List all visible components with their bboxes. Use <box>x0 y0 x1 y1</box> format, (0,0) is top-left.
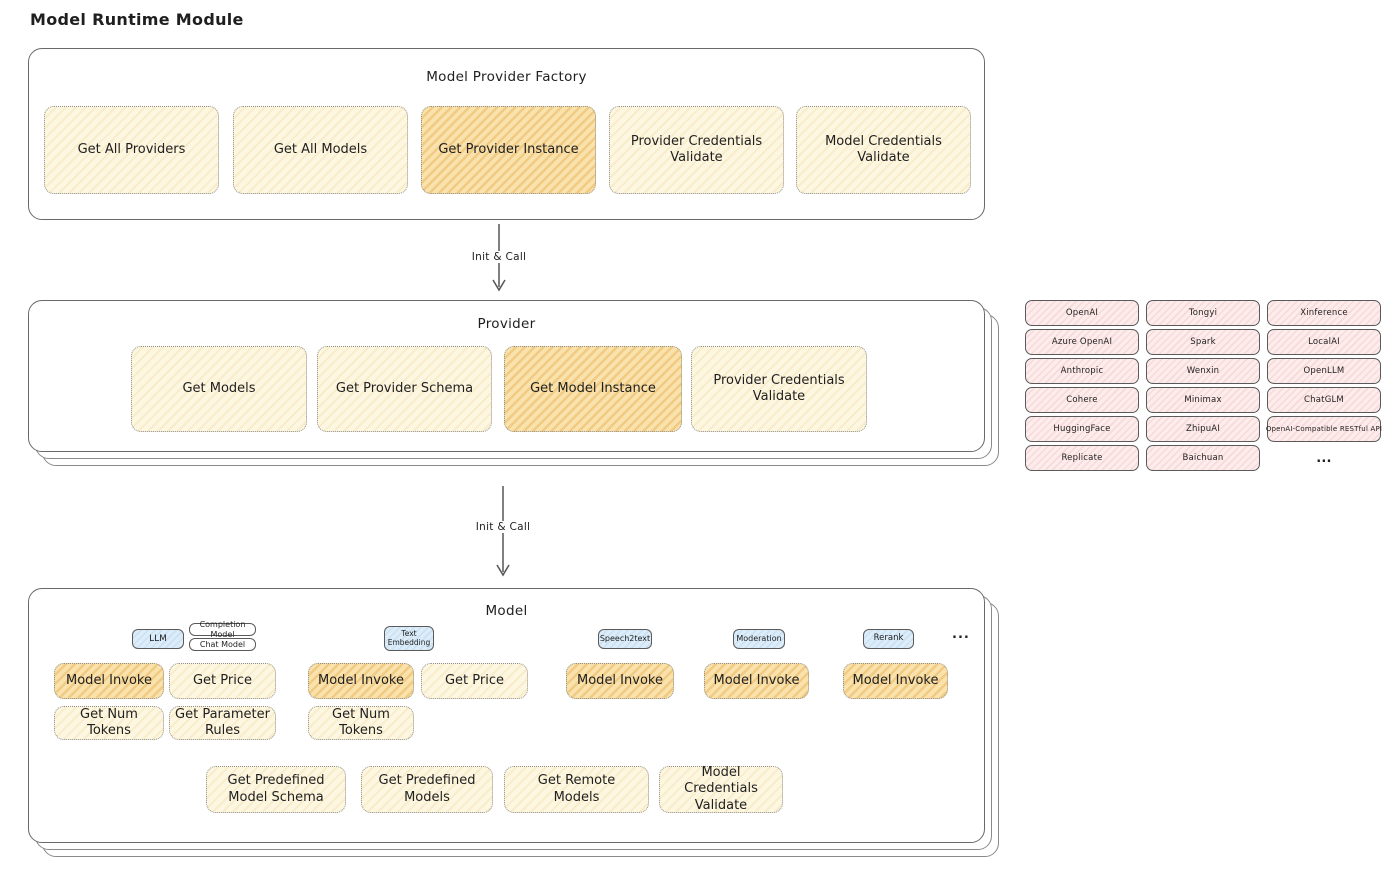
tab-rerank: Rerank <box>863 629 914 649</box>
provider-chip-replicate: Replicate <box>1025 445 1139 471</box>
provider-chip-anthropic: Anthropic <box>1025 358 1139 384</box>
node-llm-get-num-tokens: Get Num Tokens <box>54 706 164 740</box>
badge-chat-model: Chat Model <box>189 638 256 651</box>
node-model-credentials-validate-2: Model Credentials Validate <box>659 765 783 813</box>
provider-chip-spark: Spark <box>1146 329 1260 355</box>
node-provider-credentials-validate: Provider Credentials Validate <box>609 106 784 194</box>
tab-moderation: Moderation <box>733 629 785 649</box>
provider-chip-huggingface: HuggingFace <box>1025 416 1139 442</box>
node-get-provider-schema: Get Provider Schema <box>317 346 492 432</box>
model-tabs-more: ... <box>952 627 970 642</box>
factory-title: Model Provider Factory <box>426 69 587 85</box>
node-get-predefined-model-schema: Get Predefined Model Schema <box>206 766 346 813</box>
provider-chip-openai: OpenAI <box>1025 300 1139 326</box>
down-arrow-icon <box>496 486 510 577</box>
provider-chip-baichuan: Baichuan <box>1146 445 1260 471</box>
node-llm-get-price: Get Price <box>169 663 276 699</box>
model-title: Model <box>485 603 528 619</box>
provider-list: OpenAI Azure OpenAI Anthropic Cohere Hug… <box>1025 300 1382 471</box>
provider-chip-zhipuai: ZhipuAI <box>1146 416 1260 442</box>
node-get-models: Get Models <box>131 346 307 432</box>
node-provider-credentials-validate-2: Provider Credentials Validate <box>691 346 867 432</box>
model-container: Model LLM Completion Model Chat Model Te… <box>28 588 985 843</box>
provider-chip-tongyi: Tongyi <box>1146 300 1260 326</box>
provider-chip-xinference: Xinference <box>1267 300 1381 326</box>
node-embedding-get-num-tokens: Get Num Tokens <box>308 706 414 740</box>
tab-speech2text: Speech2text <box>598 629 652 649</box>
arrow-label-init-call-1: Init & Call <box>454 251 544 263</box>
node-speech2text-model-invoke: Model Invoke <box>566 663 674 699</box>
tab-text-embedding: Text Embedding <box>384 626 434 651</box>
tab-llm: LLM <box>132 629 184 649</box>
node-llm-model-invoke: Model Invoke <box>54 663 164 699</box>
provider-chip-wenxin: Wenxin <box>1146 358 1260 384</box>
diagram-title: Model Runtime Module <box>30 10 244 29</box>
provider-chip-localai: LocalAI <box>1267 329 1381 355</box>
provider-chip-openllm: OpenLLM <box>1267 358 1381 384</box>
node-llm-get-parameter-rules: Get Parameter Rules <box>169 706 276 740</box>
provider-list-more: ... <box>1316 450 1332 466</box>
node-get-provider-instance: Get Provider Instance <box>421 106 596 194</box>
provider-chip-chatglm: ChatGLM <box>1267 387 1381 413</box>
provider-chip-minimax: Minimax <box>1146 387 1260 413</box>
node-rerank-model-invoke: Model Invoke <box>843 663 948 699</box>
provider-title: Provider <box>477 316 536 332</box>
node-get-all-providers: Get All Providers <box>44 106 219 194</box>
node-get-remote-models: Get Remote Models <box>504 766 649 813</box>
provider-chip-cohere: Cohere <box>1025 387 1139 413</box>
node-get-model-instance: Get Model Instance <box>504 346 682 432</box>
provider-chip-azure-openai: Azure OpenAI <box>1025 329 1139 355</box>
provider-chip-openai-compatible-restful-api: OpenAI-Compatible RESTful API <box>1266 416 1382 442</box>
node-model-credentials-validate: Model Credentials Validate <box>796 106 971 194</box>
badge-completion-model: Completion Model <box>189 620 256 639</box>
node-embedding-get-price: Get Price <box>421 663 528 699</box>
factory-container: Model Provider Factory Get All Providers… <box>28 48 985 220</box>
node-get-predefined-models: Get Predefined Models <box>361 766 493 813</box>
arrow-label-init-call-2: Init & Call <box>458 521 548 533</box>
provider-container: Provider Get Models Get Provider Schema … <box>28 300 985 452</box>
node-get-all-models: Get All Models <box>233 106 408 194</box>
node-embedding-model-invoke: Model Invoke <box>308 663 414 699</box>
node-moderation-model-invoke: Model Invoke <box>704 663 809 699</box>
